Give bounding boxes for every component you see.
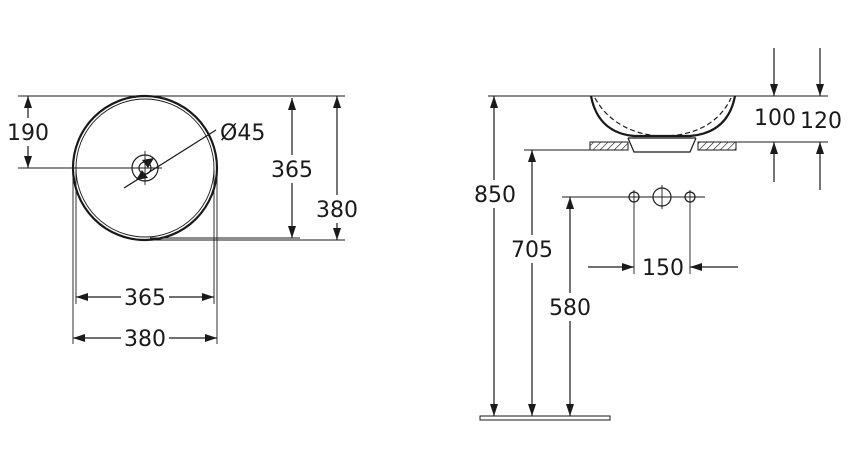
dim-850-label: 850: [474, 183, 516, 208]
arrowhead: [205, 334, 217, 342]
arrowhead: [136, 170, 148, 180]
basin-bowl: [589, 95, 737, 138]
arrowhead: [566, 404, 574, 416]
arrowhead: [288, 226, 296, 238]
arrowhead: [566, 197, 574, 209]
arrowhead: [816, 84, 824, 96]
side-view: 100 120 850 705 580: [470, 48, 842, 421]
drain-body: [627, 137, 697, 153]
countertop-right: [697, 141, 737, 151]
arrowhead: [528, 404, 536, 416]
arrowhead: [770, 142, 778, 154]
dim-705-label: 705: [511, 238, 553, 263]
dim-150-label: 150: [642, 256, 684, 281]
arrowhead: [490, 404, 498, 416]
arrowhead: [490, 96, 498, 108]
top-view: 190 Ø45 365 380 365 380: [6, 94, 361, 352]
dim-380-h-label: 380: [124, 327, 166, 352]
basin-inner-hidden: [594, 97, 732, 137]
arrowhead: [816, 142, 824, 154]
arrowhead: [142, 158, 154, 168]
arrowhead: [333, 96, 341, 108]
arrowhead: [76, 293, 88, 301]
arrowhead: [288, 98, 296, 110]
arrowhead: [24, 156, 32, 168]
arrowhead: [770, 84, 778, 96]
dim-365-v-label: 365: [271, 158, 313, 183]
dim-drain-label: Ø45: [220, 121, 265, 146]
dim-580-label: 580: [549, 296, 591, 321]
arrowhead: [622, 263, 634, 271]
arrowhead: [73, 334, 85, 342]
dim-100-label: 100: [754, 106, 796, 131]
arrowhead: [202, 293, 214, 301]
arrowhead: [690, 263, 702, 271]
arrowhead: [333, 228, 341, 240]
dim-190-label: 190: [7, 121, 49, 146]
countertop-left: [589, 141, 629, 151]
arrowhead: [24, 96, 32, 108]
arrowhead: [528, 150, 536, 162]
dim-365-h-label: 365: [124, 286, 166, 311]
dim-380-v-label: 380: [316, 198, 358, 223]
floor-line: [479, 415, 611, 421]
dim-120-label: 120: [800, 109, 842, 134]
